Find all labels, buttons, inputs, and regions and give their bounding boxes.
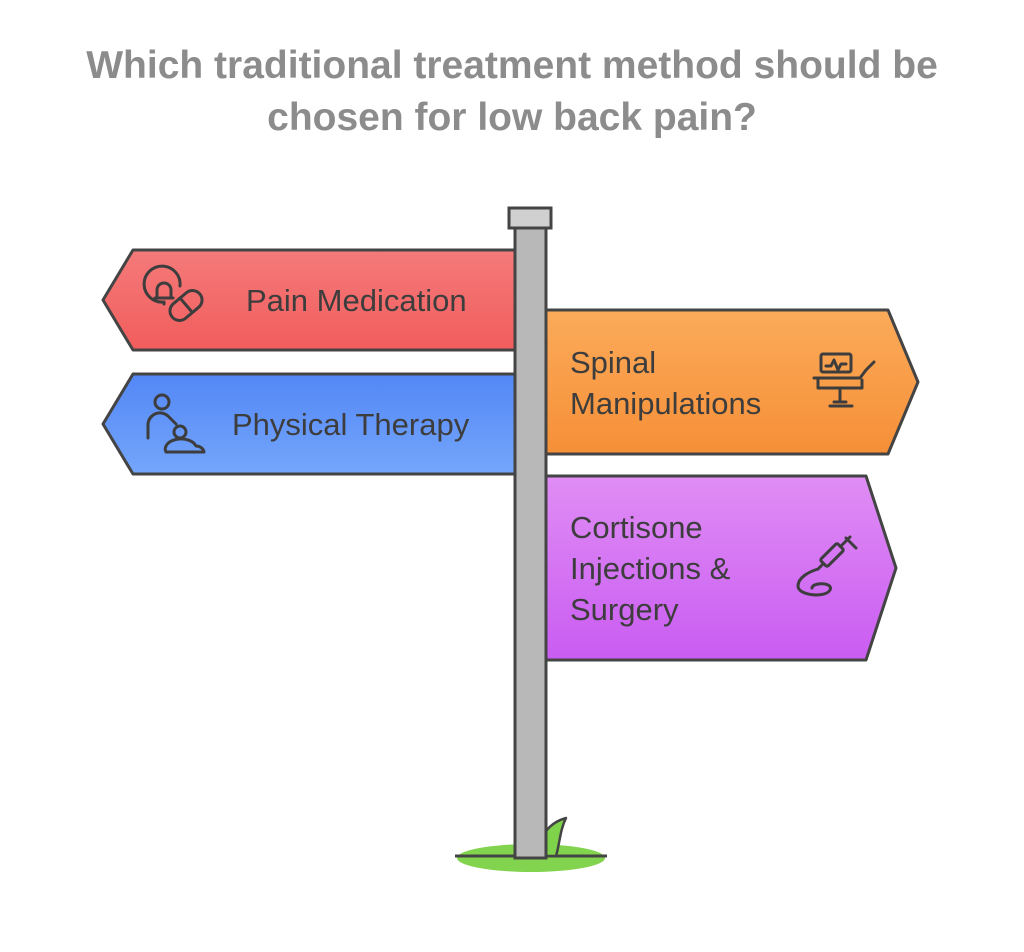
pole-cap [507,206,553,230]
signpost-pole [507,206,553,860]
sign-cortisone-surgery: Cortisone Injections & Surgery [544,474,898,662]
therapist-patient-icon [146,393,206,454]
sign-label-cortisone-line-3: Surgery [570,592,679,627]
sign-physical-therapy: Physical Therapy [101,372,517,476]
sign-label-physical-therapy: Physical Therapy [232,407,470,442]
sign-board-red [101,248,517,352]
sign-board-orange [544,308,920,456]
sign-board-blue [101,372,517,476]
treatment-chair-icon [812,352,876,408]
page-title: Which traditional treatment method shoul… [0,40,1024,144]
sign-label-pain-medication: Pain Medication [246,283,467,318]
syringe-icon [796,535,858,597]
pill-icon [142,264,204,322]
sign-label-spinal-line-2: Manipulations [570,386,761,421]
title-line-2: chosen for low back pain? [267,96,757,139]
sign-board-purple [544,474,898,662]
sign-label-cortisone-line-2: Injections & [570,551,731,586]
sign-pain-medication: Pain Medication [101,248,517,352]
title-line-1: Which traditional treatment method shoul… [86,44,938,87]
sign-label-spinal-line-1: Spinal [570,345,656,380]
sign-label-cortisone-line-1: Cortisone [570,510,703,545]
pole-shaft [513,224,548,860]
sign-spinal-manipulations: Spinal Manipulations [544,308,920,456]
